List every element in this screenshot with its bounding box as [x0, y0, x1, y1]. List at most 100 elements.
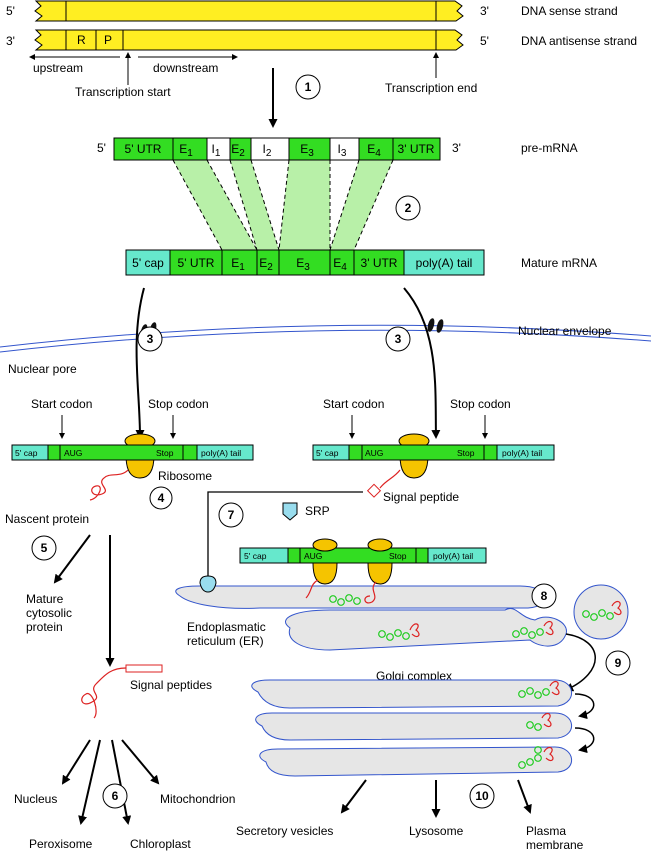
er-cisterna-2 — [284, 608, 567, 651]
right-cap-label: 5' cap — [316, 448, 339, 458]
pre-mrna-intron-1-label: I1 — [212, 142, 221, 159]
er-ribosome-2-small — [367, 538, 393, 552]
pre-mrna-exon-3-label: E3 — [300, 142, 314, 159]
golgi-cisterna-2 — [255, 712, 572, 741]
left-nascent-protein-chain — [89, 469, 129, 501]
mature-protein-line2: cytosolic — [26, 606, 72, 620]
mitochondrion-label: Mitochondrion — [160, 792, 235, 806]
step-2-label: 2 — [405, 201, 412, 215]
fold-arrow — [53, 534, 91, 584]
right-stop-codon-label: Stop codon — [450, 397, 511, 411]
dna-sense-5prime: 5' — [6, 4, 15, 18]
lysosome-label: Lysosome — [409, 824, 464, 838]
downstream-label: downstream — [153, 61, 218, 75]
dna-antisense-label: DNA antisense strand — [521, 34, 637, 48]
step-3-right-label: 3 — [395, 332, 402, 346]
step-3-left-label: 3 — [147, 332, 154, 346]
peroxisome-label: Peroxisome — [29, 837, 93, 851]
pre-mrna: 5' 5' UTR E1 I1 E2 I2 E3 I3 E4 3' UTR 3'… — [97, 137, 578, 161]
signal-peptides-label: Signal peptides — [130, 678, 212, 692]
chloroplast-label: Chloroplast — [130, 837, 191, 851]
dna-sense-3prime: 3' — [480, 4, 489, 18]
step-4-circle — [149, 486, 173, 510]
secretory-vesicles-label: Secretory vesicles — [236, 824, 333, 838]
mature-5cap-label: 5' cap — [132, 256, 164, 270]
step-1-circle — [295, 74, 321, 100]
mature-exon-1-label: E1 — [231, 256, 245, 273]
left-ribosome-large — [125, 454, 155, 479]
targeted-protein-chain — [81, 667, 127, 719]
er-label-line2: reticulum (ER) — [187, 634, 264, 648]
step-3-left-circle — [137, 326, 163, 352]
mature-mrna-label: Mature mRNA — [521, 256, 597, 270]
golgi-complex: Golgi complex 10 Secretory vesicles Lyso… — [236, 669, 595, 852]
step-9-circle — [605, 650, 631, 676]
transcription-start-label: Transcription start — [75, 85, 171, 99]
plasma-label: Plasma — [526, 824, 566, 838]
nuclear-envelope: Nuclear envelope Nuclear pore — [0, 318, 651, 376]
step-8-circle — [531, 583, 557, 609]
step-7-circle — [218, 502, 244, 528]
nucleus-label: Nucleus — [14, 792, 57, 806]
pre-mrna-intron-3-label: I3 — [338, 142, 347, 159]
step-5-label: 5 — [41, 541, 48, 555]
left-tail-label: poly(A) tail — [201, 448, 241, 458]
transcription-end-label: Transcription end — [385, 81, 477, 95]
step-9-label: 9 — [615, 656, 622, 670]
step-8-label: 8 — [541, 589, 548, 603]
right-stop-label: Stop — [457, 448, 475, 458]
er-folding-chain-1 — [329, 594, 361, 606]
membrane-label: membrane — [526, 838, 584, 852]
mature-exon-2-label: E2 — [259, 256, 273, 273]
step-6-circle — [102, 783, 128, 809]
pre-mrna-label: pre-mRNA — [521, 141, 578, 155]
nuclear-envelope-label: Nuclear envelope — [518, 324, 612, 338]
left-stop-label: Stop — [156, 448, 174, 458]
srp-receptor-icon — [199, 575, 217, 593]
step-10-circle — [469, 783, 495, 809]
signal-peptide-label: Signal peptide — [383, 490, 459, 504]
promoter-p-box: P — [104, 33, 112, 47]
right-translation: Start codon Stop codon 5' cap AUG Stop p… — [203, 397, 555, 586]
mature-5utr — [169, 249, 223, 276]
er-folding-chain-3 — [512, 627, 544, 639]
mature-polya-tail — [403, 249, 485, 276]
er-cap-label: 5' cap — [244, 551, 267, 561]
er-cisterna-1 — [175, 585, 546, 609]
vesicle-to-golgi-arrow — [564, 633, 596, 692]
golgi-cisterna-1 — [251, 679, 572, 709]
er-tail-label: poly(A) tail — [433, 551, 473, 561]
splicing-mapping — [172, 159, 394, 251]
export-arrow-left — [135, 287, 145, 439]
signal-peptide-diamond — [366, 483, 382, 498]
pre-mrna-exon-1-label: E1 — [179, 142, 193, 159]
pre-mrna-3prime: 3' — [452, 141, 461, 155]
step-3-right-circle — [385, 326, 411, 352]
ribosome-label: Ribosome — [158, 469, 212, 483]
left-cap-label: 5' cap — [15, 448, 38, 458]
pre-mrna-5prime: 5' — [97, 141, 106, 155]
dna-section: 5' 3' R P 3' 5' DNA sense strand DNA ant… — [6, 0, 637, 99]
step-5-circle — [31, 535, 57, 561]
endoplasmic-reticulum: 5' cap AUG Stop poly(A) tail 8 Endoplasm… — [175, 538, 629, 651]
golgi-cisterna-3 — [259, 746, 572, 777]
right-start-codon-label: Start codon — [323, 397, 384, 411]
left-aug-label: AUG — [64, 448, 82, 458]
srp-route-arrow — [203, 491, 363, 586]
nascent-protein-label: Nascent protein — [5, 512, 89, 526]
left-stop-codon-label: Stop codon — [148, 397, 209, 411]
er-stop-label: Stop — [389, 551, 407, 561]
transport-vesicle — [573, 584, 629, 640]
mature-3utr — [353, 249, 405, 276]
nuclear-pore-label: Nuclear pore — [8, 362, 77, 376]
nuclear-pore-right-a — [427, 318, 435, 332]
step-4-label: 4 — [158, 491, 165, 505]
mature-exon-4-label: E4 — [333, 256, 347, 273]
signal-peptide-box — [125, 664, 163, 673]
er-folding-chain-2 — [378, 629, 410, 641]
pre-mrna-3utr — [392, 137, 441, 161]
pre-mrna-exon-4-label: E4 — [367, 142, 381, 159]
step-7-label: 7 — [228, 508, 235, 522]
dna-antisense-5prime: 5' — [480, 34, 489, 48]
